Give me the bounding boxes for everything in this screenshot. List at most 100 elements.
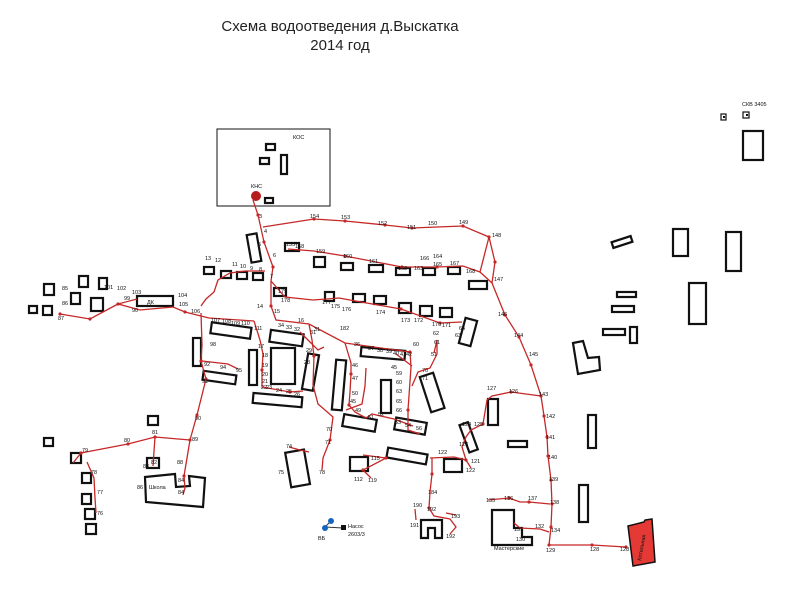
node-label: 124 bbox=[462, 422, 471, 428]
node-label: 32 bbox=[294, 327, 300, 333]
node-label: 5 bbox=[258, 242, 261, 248]
node-label: 115 bbox=[371, 456, 380, 462]
node-label: 8 bbox=[259, 267, 262, 273]
node-label: 50 bbox=[352, 391, 358, 397]
node-label: 42 bbox=[406, 352, 412, 358]
pump-station: ВБ Насос 2603/3 bbox=[318, 518, 365, 542]
node-label: 85 bbox=[62, 286, 68, 292]
node-label: 29 bbox=[306, 348, 312, 354]
node-label: 150 bbox=[428, 221, 437, 227]
node-label: 193 bbox=[451, 514, 460, 520]
node-label: 177 bbox=[322, 300, 331, 306]
node-label: 45 bbox=[350, 399, 356, 405]
school-building bbox=[143, 472, 207, 509]
node-label: 190 bbox=[413, 503, 422, 509]
node-label: 135 bbox=[486, 498, 495, 504]
node-label: 51 bbox=[431, 352, 437, 358]
node-label: 104 bbox=[178, 293, 187, 299]
dk-label: ДК bbox=[147, 300, 155, 306]
node-label: 37 bbox=[368, 346, 374, 352]
node-label: 14 bbox=[257, 304, 263, 310]
node-label: 47 bbox=[352, 376, 358, 382]
node-label: 28 bbox=[304, 360, 310, 366]
node-label: 144 bbox=[514, 333, 523, 339]
node-label: 119 bbox=[368, 478, 377, 484]
node-label: 86 bbox=[62, 301, 68, 307]
node-label: 153 bbox=[341, 215, 350, 221]
node-label: 71 bbox=[325, 440, 331, 446]
node-label: 160 bbox=[343, 254, 352, 260]
node-label: 25 bbox=[286, 389, 292, 395]
workshops-label: Мастерские bbox=[494, 546, 524, 552]
node-label: 33 bbox=[286, 325, 292, 331]
kns-icon bbox=[251, 191, 261, 201]
node-label: 79 bbox=[82, 448, 88, 454]
node-label: 26 bbox=[294, 392, 300, 398]
node-label: 167 bbox=[450, 261, 459, 267]
node-label: 31 bbox=[310, 330, 316, 336]
node-label: 148 bbox=[492, 233, 501, 239]
node-label: 49 bbox=[355, 408, 361, 414]
node-label: 192 bbox=[427, 507, 436, 513]
node-label: 110 bbox=[241, 321, 250, 327]
node-label: 109 bbox=[231, 321, 240, 327]
node-label: 7 bbox=[270, 274, 273, 280]
node-label: 164 bbox=[433, 254, 442, 260]
node-label: 84 bbox=[178, 490, 184, 496]
node-label: 63 bbox=[455, 333, 461, 339]
node-label: 87 bbox=[58, 316, 64, 322]
node-label: 101 bbox=[104, 285, 113, 291]
node-label: 20 bbox=[262, 372, 268, 378]
node-label: 86 bbox=[137, 485, 143, 491]
node-label: 149 bbox=[459, 220, 468, 226]
node-label: 62 bbox=[433, 331, 439, 337]
node-label: 92 bbox=[204, 362, 210, 368]
node-label: 39 bbox=[386, 349, 392, 355]
node-label: 89 bbox=[192, 437, 198, 443]
kos-label: КОС bbox=[293, 135, 304, 141]
node-label: 13 bbox=[205, 256, 211, 262]
node-label: 16 bbox=[298, 318, 304, 324]
node-label: 98 bbox=[210, 342, 216, 348]
node-label: 31 bbox=[314, 327, 320, 333]
node-label: 106 bbox=[191, 309, 200, 315]
node-label: 140 bbox=[548, 455, 557, 461]
kos-area: КОС КНС bbox=[216, 128, 331, 207]
node-label: 154 bbox=[310, 214, 319, 220]
node-label: 172 bbox=[414, 318, 423, 324]
map-year: 2014 год bbox=[310, 37, 370, 54]
node-label: 56 bbox=[416, 426, 422, 432]
node-label: 176 bbox=[342, 307, 351, 313]
node-label: 171 bbox=[442, 323, 451, 329]
node-label: 53 bbox=[395, 420, 401, 426]
node-label: 159 bbox=[316, 249, 325, 255]
vb-label: ВБ bbox=[318, 536, 326, 542]
node-label: 137 bbox=[528, 496, 537, 502]
node-labels: 3 4 5 6 7 8 9 10 11 12 13 14 15 16 17 18… bbox=[58, 214, 629, 554]
node-label: 60 bbox=[396, 380, 402, 386]
node-label: 155 bbox=[286, 242, 295, 248]
node-label: 4 bbox=[264, 229, 267, 235]
node-label: 141 bbox=[546, 435, 555, 441]
node-label: 81 bbox=[152, 430, 158, 436]
node-label: 76 bbox=[97, 511, 103, 517]
node-label: 99 bbox=[124, 296, 130, 302]
node-label: 147 bbox=[494, 277, 503, 283]
node-label: 128 bbox=[620, 547, 629, 553]
node-label: 71 bbox=[422, 376, 428, 382]
node-label: 60 bbox=[413, 342, 419, 348]
node-label: 179 bbox=[278, 289, 287, 295]
node-label: 34 bbox=[278, 323, 284, 329]
node-label: 131 bbox=[514, 527, 523, 533]
node-label: 175 bbox=[331, 304, 340, 310]
node-label: 121 bbox=[471, 459, 480, 465]
node-label: 74 bbox=[286, 444, 292, 450]
node-label: 158 bbox=[295, 244, 304, 250]
water-tower-icon bbox=[322, 525, 328, 531]
node-label: 122 bbox=[466, 468, 475, 474]
node-label: 63 bbox=[396, 389, 402, 395]
node-label: 139 bbox=[549, 477, 558, 483]
pump-number: 2603/3 bbox=[348, 532, 365, 538]
